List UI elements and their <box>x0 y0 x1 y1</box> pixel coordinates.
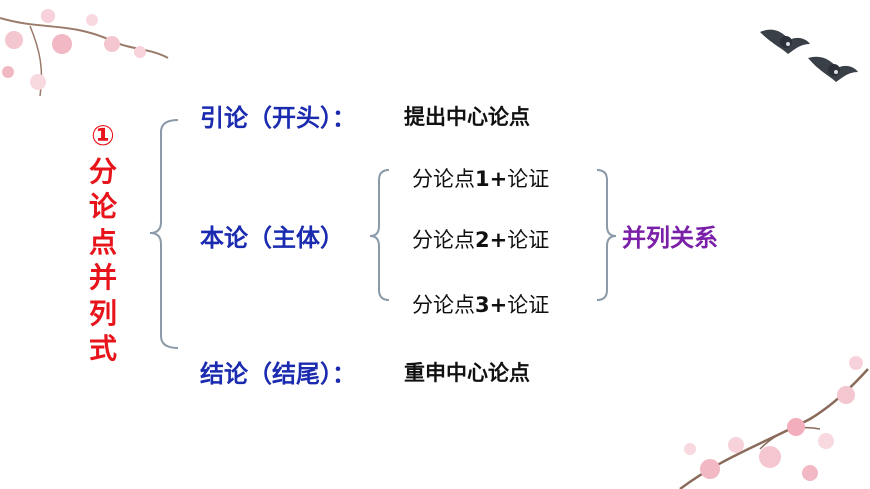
sub-left-bracket <box>369 169 390 301</box>
sub-point-prefix: 分论点 <box>412 293 475 317</box>
sub-point-suffix: 论证 <box>507 167 550 191</box>
sub-point-prefix: 分论点 <box>412 167 475 191</box>
intro-label: 引论（开头）： <box>200 104 356 132</box>
sub-point-number: 1+ <box>475 167 508 191</box>
vertical-title: ① 分 论 点 并 列 式 <box>83 118 123 367</box>
sub-point-suffix: 论证 <box>507 228 550 252</box>
relation-label: 并列关系 <box>622 224 718 252</box>
intro-content: 提出中心论点 <box>404 105 530 129</box>
title-char: 分 <box>88 154 117 188</box>
body-label: 本论（主体） <box>200 224 344 252</box>
sub-point-suffix: 论证 <box>507 293 550 317</box>
sub-point-1: 分论点1+论证 <box>412 163 549 193</box>
title-char: 式 <box>88 332 117 365</box>
sub-point-prefix: 分论点 <box>412 228 475 252</box>
sub-point-number: 3+ <box>475 293 508 317</box>
title-char: 论 <box>88 190 117 223</box>
sub-point-2: 分论点2+论证 <box>412 224 549 254</box>
title-char: 列 <box>88 296 117 330</box>
title-char: 并 <box>88 261 117 294</box>
sub-point-number: 2+ <box>475 228 508 252</box>
sub-right-bracket <box>596 169 617 301</box>
sub-point-3: 分论点3+论证 <box>412 289 549 319</box>
title-char: ① <box>91 119 115 152</box>
conclusion-content: 重申中心论点 <box>404 361 530 385</box>
title-char: 点 <box>88 225 117 259</box>
conclusion-label: 结论（结尾）： <box>200 360 356 388</box>
main-left-bracket <box>149 119 179 349</box>
